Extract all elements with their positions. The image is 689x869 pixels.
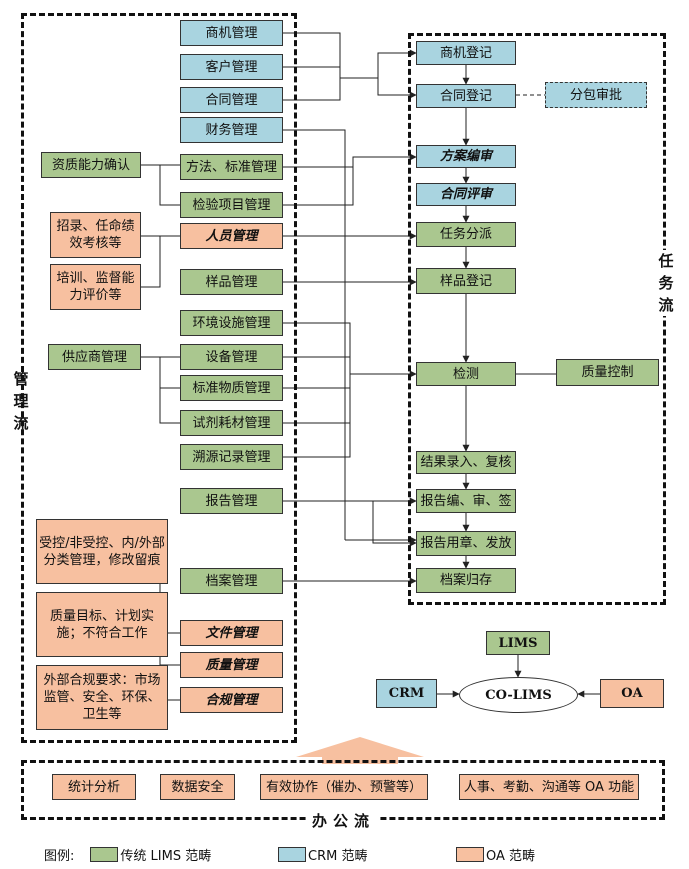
contract-registration-node[interactable]: 合同登记 — [416, 84, 516, 108]
legend-lims-swatch — [90, 847, 119, 862]
testing-node[interactable]: 检测 — [416, 362, 516, 386]
legend-lims-label: 传统 LIMS 范畴 — [120, 849, 212, 864]
task-flow-label: 任务流 — [657, 250, 675, 316]
finance-management-node[interactable]: 财务管理 — [180, 117, 283, 143]
quality-management-node[interactable]: 质量管理 — [180, 652, 283, 678]
office-item-data-security[interactable]: 数据安全 — [160, 774, 235, 800]
management-region — [21, 13, 297, 743]
sample-registration-node[interactable]: 样品登记 — [416, 268, 516, 294]
quality-control-node[interactable]: 质量控制 — [556, 359, 659, 386]
crm-box[interactable]: CRM — [376, 679, 437, 708]
compliance-management-node[interactable]: 合规管理 — [180, 687, 283, 713]
reference-material-node[interactable]: 标准物质管理 — [180, 375, 283, 401]
legend-crm-label: CRM 范畴 — [308, 849, 368, 864]
recruitment-node[interactable]: 招录、任命绩效考核等 — [50, 212, 141, 258]
subcontract-approval-node[interactable]: 分包审批 — [545, 82, 647, 108]
office-item-oa-functions[interactable]: 人事、考勤、沟通等 OA 功能 — [459, 774, 639, 800]
supplier-management-node[interactable]: 供应商管理 — [48, 344, 141, 370]
reagent-consumable-node[interactable]: 试剂耗材管理 — [180, 410, 283, 436]
opportunity-management-node[interactable]: 商机管理 — [180, 20, 283, 46]
legend: 图例: 传统 LIMS 范畴 — [44, 845, 211, 864]
report-compile-node[interactable]: 报告编、审、签 — [416, 489, 516, 513]
equipment-management-node[interactable]: 设备管理 — [180, 344, 283, 370]
oa-box[interactable]: OA — [600, 679, 664, 708]
office-item-statistics[interactable]: 统计分析 — [52, 774, 136, 800]
legend-oa-swatch — [456, 847, 484, 862]
co-lims-ellipse[interactable]: CO-LIMS — [459, 677, 578, 713]
sample-management-node[interactable]: 样品管理 — [180, 269, 283, 295]
external-compliance-node[interactable]: 外部合规要求：市场监管、安全、环保、卫生等 — [36, 665, 168, 730]
contract-management-node[interactable]: 合同管理 — [180, 87, 283, 113]
personnel-management-node[interactable]: 人员管理 — [180, 223, 283, 249]
test-item-node[interactable]: 检验项目管理 — [180, 192, 283, 218]
management-flow-label: 管理流 — [13, 370, 29, 432]
training-node[interactable]: 培训、监督能力评价等 — [50, 264, 141, 310]
qualification-node[interactable]: 资质能力确认 — [41, 152, 141, 178]
task-dispatch-node[interactable]: 任务分派 — [416, 222, 516, 247]
customer-management-node[interactable]: 客户管理 — [180, 54, 283, 80]
opportunity-registration-node[interactable]: 商机登记 — [416, 41, 516, 65]
archive-storage-node[interactable]: 档案归存 — [416, 568, 516, 593]
plan-review-node[interactable]: 方案编审 — [416, 145, 516, 168]
office-item-collaboration[interactable]: 有效协作（催办、预警等） — [260, 774, 428, 800]
report-management-node[interactable]: 报告管理 — [180, 488, 283, 514]
legend-prefix: 图例: — [44, 849, 75, 864]
quality-target-node[interactable]: 质量目标、计划实施；不符合工作 — [36, 592, 168, 657]
contract-review-node[interactable]: 合同评审 — [416, 183, 516, 206]
report-seal-node[interactable]: 报告用章、发放 — [416, 531, 516, 556]
result-entry-node[interactable]: 结果录入、复核 — [416, 451, 516, 474]
legend-crm-swatch — [278, 847, 306, 862]
legend-crm: CRM 范畴 — [278, 845, 367, 864]
task-region — [408, 33, 666, 605]
environment-facility-node[interactable]: 环境设施管理 — [180, 310, 283, 336]
office-flow-label: 办公流 — [308, 810, 380, 831]
controlled-document-node[interactable]: 受控/非受控、内/外部分类管理，修改留痕 — [36, 519, 168, 584]
document-management-node[interactable]: 文件管理 — [180, 620, 283, 646]
method-standard-node[interactable]: 方法、标准管理 — [180, 154, 283, 180]
traceability-record-node[interactable]: 溯源记录管理 — [180, 444, 283, 470]
lims-box[interactable]: LIMS — [486, 631, 550, 655]
up-arrow-icon — [296, 737, 424, 764]
archive-management-node[interactable]: 档案管理 — [180, 568, 283, 594]
legend-oa-label: OA 范畴 — [486, 849, 536, 864]
legend-oa: OA 范畴 — [456, 845, 535, 864]
